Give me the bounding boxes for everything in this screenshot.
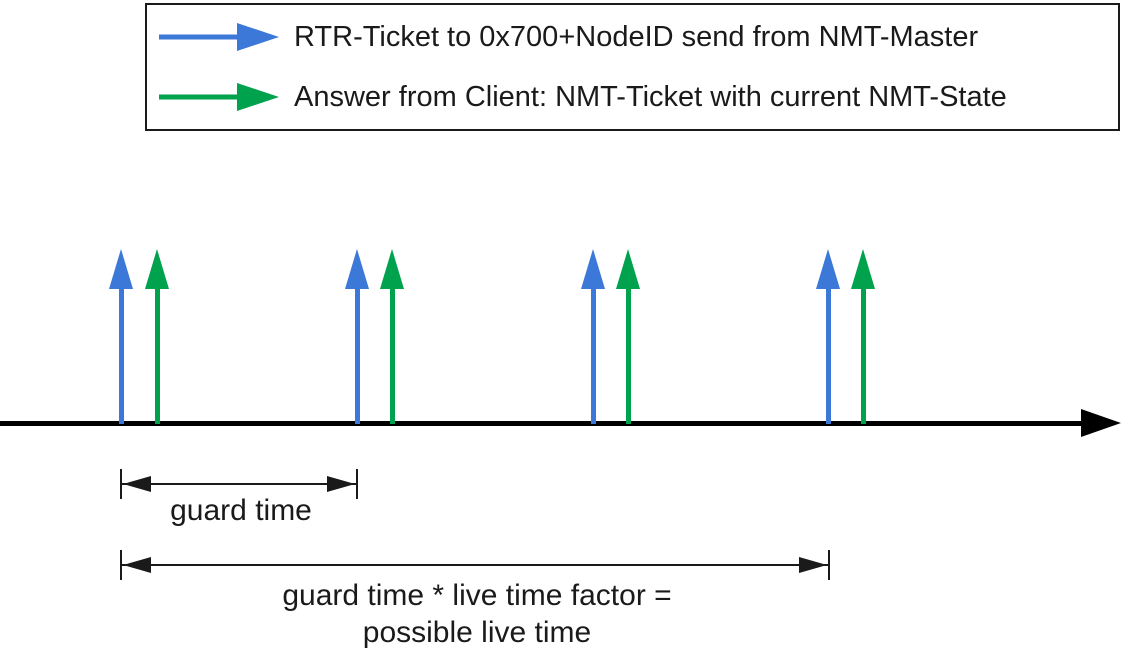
legend-row-answer: Answer from Client: NMT-Ticket with curr… — [147, 68, 1118, 126]
time-axis-line — [0, 421, 1090, 426]
measure-line — [122, 483, 356, 485]
rtr-ticket-event-arrow — [581, 249, 605, 424]
arrow-stem — [625, 289, 631, 424]
up-arrowhead-icon — [345, 249, 369, 289]
rtr-ticket-event-arrow — [816, 249, 840, 424]
arrow-stem — [354, 289, 360, 424]
answer-event-arrow — [616, 249, 640, 424]
measure-tick-icon — [356, 469, 358, 499]
up-arrowhead-icon — [581, 249, 605, 289]
live-time-label: guard time * live time factor = possible… — [282, 577, 671, 651]
measure-tick-icon — [120, 469, 122, 499]
arrow-stem — [389, 289, 395, 424]
answer-event-arrow — [145, 249, 169, 424]
live-time-measure-arrow — [120, 550, 830, 580]
answer-event-arrow — [380, 249, 404, 424]
up-arrowhead-icon — [816, 249, 840, 289]
time-axis-arrowhead-icon — [1081, 409, 1121, 437]
measure-tick-icon — [120, 550, 122, 580]
measure-arrowhead-icon — [799, 557, 827, 573]
legend-label-answer: Answer from Client: NMT-Ticket with curr… — [294, 80, 1007, 113]
up-arrowhead-icon — [616, 249, 640, 289]
arrow-stem — [590, 289, 596, 424]
rtr-ticket-arrow-icon — [159, 23, 279, 51]
up-arrowhead-icon — [145, 249, 169, 289]
measure-tick-icon — [828, 550, 830, 580]
measure-arrowhead-icon — [327, 476, 355, 492]
arrow-stem — [154, 289, 160, 424]
legend-label-rtr: RTR-Ticket to 0x700+NodeID send from NMT… — [294, 20, 979, 53]
up-arrowhead-icon — [851, 249, 875, 289]
arrow-stem — [118, 289, 124, 424]
answer-event-arrow — [851, 249, 875, 424]
up-arrowhead-icon — [380, 249, 404, 289]
rtr-ticket-event-arrow — [109, 249, 133, 424]
live-time-label-line2: possible live time — [362, 616, 592, 649]
rtr-ticket-event-arrow — [345, 249, 369, 424]
up-arrowhead-icon — [109, 249, 133, 289]
answer-arrow-icon — [159, 83, 279, 111]
legend-box: RTR-Ticket to 0x700+NodeID send from NMT… — [145, 3, 1120, 131]
legend-row-rtr: RTR-Ticket to 0x700+NodeID send from NMT… — [147, 8, 1118, 66]
arrow-stem — [860, 289, 866, 424]
arrow-stem — [825, 289, 831, 424]
live-time-label-line1: guard time * live time factor = — [282, 579, 672, 612]
guard-time-label: guard time — [170, 494, 312, 527]
guard-time-measure-arrow — [120, 469, 358, 499]
measure-line — [122, 564, 828, 566]
